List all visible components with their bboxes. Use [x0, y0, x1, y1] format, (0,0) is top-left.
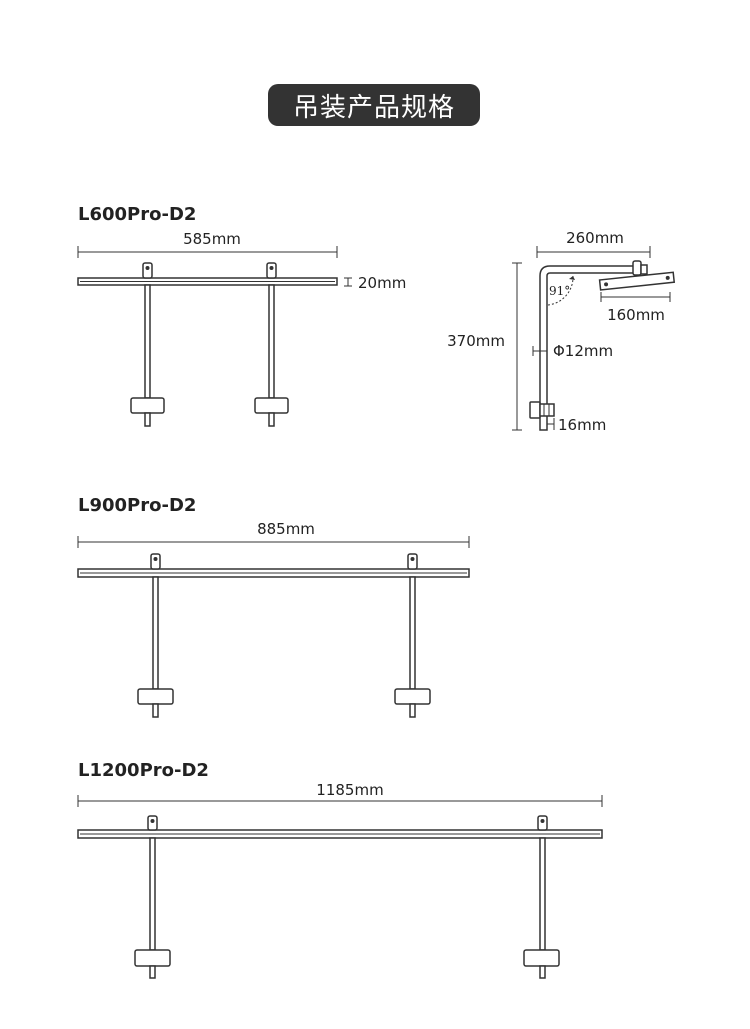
hanger-rod-right — [409, 576, 416, 690]
hanger-hole — [150, 819, 155, 823]
width-label: 885mm — [257, 520, 315, 538]
hanger-hole — [410, 557, 415, 561]
model-name: L1200Pro-D2 — [78, 760, 209, 781]
hanger-hole — [153, 557, 158, 561]
hanger-clip-right — [407, 553, 418, 570]
clamp-screw-left — [144, 412, 151, 427]
arm-length-label: 260mm — [566, 229, 624, 247]
clamp-base-left — [134, 949, 171, 967]
lamp-head — [598, 271, 676, 291]
clamp-knob — [529, 401, 541, 419]
hanger-rod-right — [539, 837, 546, 951]
hanger-rod-left — [149, 837, 156, 951]
hanger-hole — [145, 266, 150, 270]
model-name: L900Pro-D2 — [78, 495, 196, 516]
head-length-label: 160mm — [607, 306, 665, 324]
model-l600: L600Pro-D2 585mm 20mm — [77, 204, 406, 427]
side-view: 260mm 370mm 91° 160mm Φ12mm — [447, 229, 676, 434]
bar-height-label: 20mm — [358, 274, 406, 292]
angle-arrow — [569, 276, 575, 280]
angle-label: 91° — [549, 284, 570, 298]
hanger-clip-left — [142, 262, 153, 279]
lamp-head-screw — [665, 275, 670, 280]
angle-arc — [547, 275, 574, 306]
model-l900: L900Pro-D2 885mm — [77, 495, 470, 718]
hanger-rod-right — [268, 284, 275, 399]
hanger-clip-right — [266, 262, 277, 279]
page-title: 吊装产品规格 — [268, 84, 480, 126]
hanger-clip-left — [150, 553, 161, 570]
rod-height-label: 370mm — [447, 332, 505, 350]
clamp-base-left — [137, 688, 174, 705]
hanger-rod-left — [144, 284, 151, 399]
arm-connector — [640, 264, 648, 275]
clamp-screw-right — [409, 703, 416, 718]
clamp-screw-right — [268, 412, 275, 427]
width-label: 585mm — [183, 230, 241, 248]
hanger-hole — [540, 819, 545, 823]
clamp-screw-left — [149, 965, 156, 979]
width-label: 1185mm — [316, 781, 383, 799]
clamp-base-right — [394, 688, 431, 705]
model-name: L600Pro-D2 — [78, 204, 196, 225]
clamp-base-right — [523, 949, 560, 967]
clamp-screw-left — [152, 703, 159, 718]
clamp-body — [539, 403, 555, 417]
clamp-size-label: 16mm — [558, 416, 606, 434]
hanger-rod-left — [152, 576, 159, 690]
clamp-base-right — [254, 397, 289, 414]
model-l1200: L1200Pro-D2 1185mm — [77, 760, 603, 979]
lamp-head-body — [598, 271, 676, 291]
clamp-base-left — [130, 397, 165, 414]
clamp-screw-right — [539, 965, 546, 979]
rod-diameter-label: Φ12mm — [553, 342, 613, 360]
hanger-hole — [269, 266, 274, 270]
lamp-head-screw — [604, 282, 609, 287]
arm-joint — [632, 260, 642, 276]
